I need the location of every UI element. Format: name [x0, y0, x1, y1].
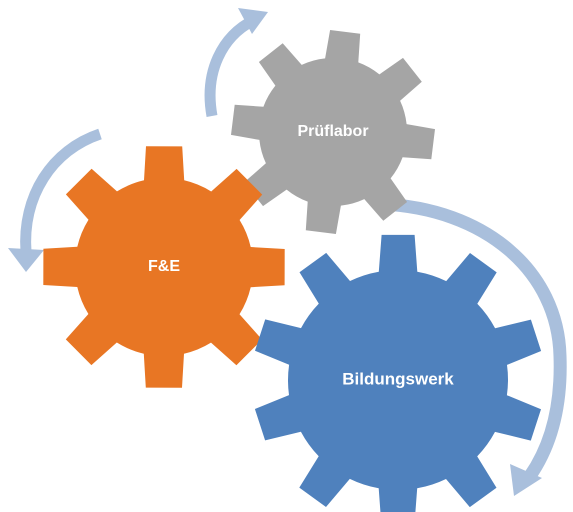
cycle-arrow-top-head [238, 8, 268, 34]
cycle-arrow-left [20, 128, 102, 253]
cycle-arrow-top [204, 15, 257, 117]
gear-label-fe: F&E [148, 258, 180, 275]
cycle-arrow-right-head [510, 464, 542, 496]
cycle-arrow-left-head [8, 248, 44, 272]
cycle-arrow-right [379, 197, 567, 480]
gear-prueflabor [231, 30, 435, 234]
gear-bildungswerk [254, 234, 542, 512]
gear-label-prueflabor: Prüflabor [297, 123, 368, 140]
gear-fe [43, 146, 285, 388]
gear-label-bildungswerk: Bildungswerk [342, 369, 454, 388]
